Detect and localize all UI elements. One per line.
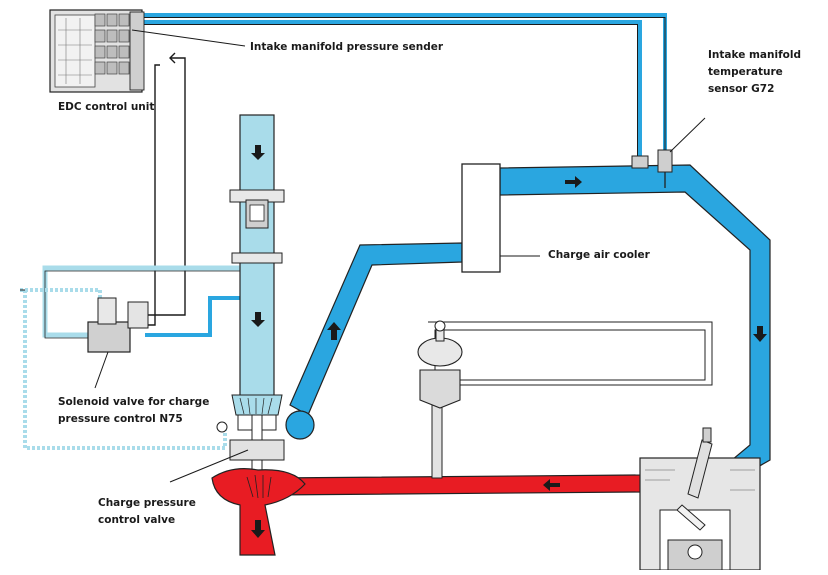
edc-control-unit (49, 9, 145, 93)
flow-arrow-icon (565, 176, 582, 188)
exhaust-path (211, 468, 691, 556)
turbocharger (216, 414, 285, 471)
solenoid-valve-n75 (87, 297, 149, 389)
flow-arrow-icon (753, 326, 767, 342)
flow-arrow-icon (327, 322, 341, 340)
flow-arrow-icon (251, 312, 265, 327)
flow-arrow-icon (251, 520, 265, 538)
temperature-sensor-leader (669, 117, 706, 153)
control-valve-leader (169, 449, 249, 483)
label-control-valve-line-1: Charge pressure (98, 497, 196, 509)
label-solenoid-valve-line-2: pressure control N75 (58, 413, 183, 425)
pressure-sender-signal-line (140, 20, 642, 160)
solenoid-signal-line (148, 57, 186, 316)
label-solenoid-valve-line-1: Solenoid valve for charge (58, 396, 209, 408)
temperature-sensor-signal-line (140, 13, 667, 160)
intake-pipe (229, 114, 285, 416)
charge-pressure-actuator (417, 320, 463, 479)
charge-air-path (285, 164, 771, 481)
flow-arrow-icon (543, 479, 560, 491)
sensor-wiring (137, 13, 667, 326)
flow-arrow-icon (251, 145, 265, 160)
engine-cylinder (639, 427, 761, 571)
charge-air-cooler (461, 163, 540, 273)
label-charge-air-cooler: Charge air cooler (548, 249, 651, 261)
label-control-valve-line-2: control valve (98, 514, 175, 526)
label-temperature-sensor-line-1: Intake manifold (708, 49, 801, 61)
label-intake-manifold-pressure-sender: Intake manifold pressure sender (250, 41, 444, 53)
label-temperature-sensor-line-3: sensor G72 (708, 83, 774, 95)
pressure-sender-leader (131, 29, 246, 47)
label-temperature-sensor-line-2: temperature (708, 66, 783, 78)
label-edc-control-unit: EDC control unit (58, 101, 154, 113)
manifold-sensors (631, 117, 706, 188)
pneumatic-lines (20, 265, 713, 450)
